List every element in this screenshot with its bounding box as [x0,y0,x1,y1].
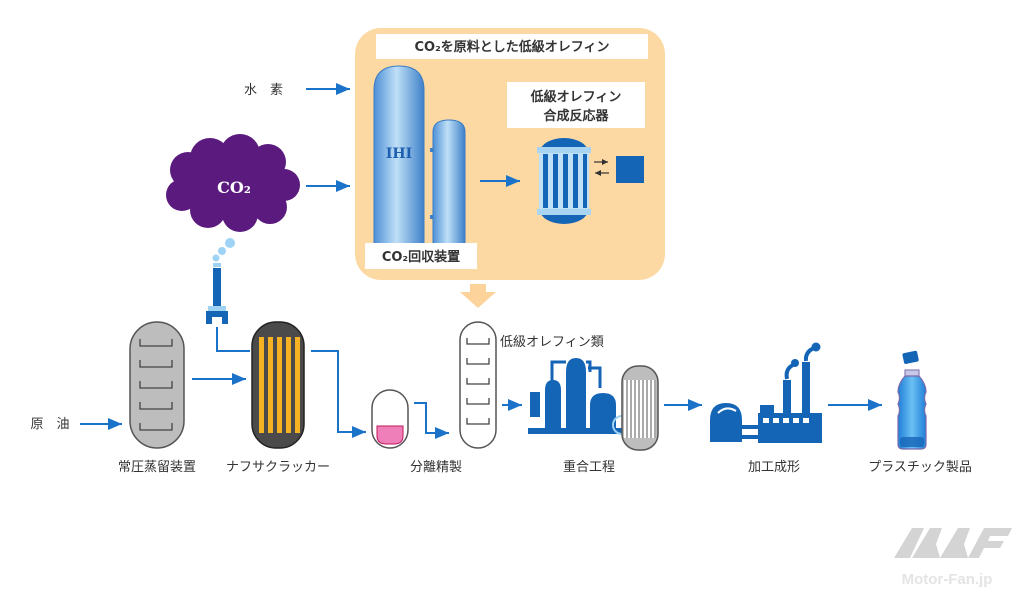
chimney [206,238,235,324]
co2-cloud-label: CO₂ [217,178,251,197]
olefin-synthesis-reactor [537,138,591,224]
step-label-polymerization: 重合工程 [563,459,615,475]
polymerization-reactor [621,365,659,451]
molding-factory [710,342,822,443]
co2-cloud: CO₂ [166,134,300,232]
separator-drum [371,389,409,449]
step-label-plastic-products: プラスチック製品 [868,460,972,475]
co2-olefin-panel: CO₂を原料とした低級オレフィン IHI CO₂回収装置 低級オレフィン 合成反… [355,28,665,280]
reactor-label-box [507,82,645,128]
panel-title-box [376,34,648,59]
step-label-atmospheric-distillation: 常圧蒸留装置 [118,460,196,475]
atmospheric-distillation-column [129,321,185,449]
catalyst-block [616,156,644,183]
cracker-to-separator-arrow [311,350,366,438]
reactor-label-line1: 低級オレフィン [530,89,622,105]
step-label-separation-refining: 分離精製 [410,460,462,475]
hydrogen-label: 水 素 [244,83,283,98]
capture-label-box [365,243,477,269]
separator-to-column-arrow [414,402,449,439]
step-label-processing-molding: 加工成形 [748,460,800,475]
olefins-label: 低級オレフィン類 [500,335,604,350]
down-arrow [460,284,496,308]
mf-logo-icon [894,528,1012,558]
polymerization-plant [528,358,632,435]
step-label-naphtha-cracker: ナフサクラッカー [226,460,330,475]
motor-fan-watermark: Motor-Fan.jp [894,528,1012,588]
co2-capture-unit: IHI CO₂回収装置 [365,65,477,269]
ihi-logo: IHI [386,146,412,162]
plastic-bottle [897,350,927,450]
crude-oil-label: 原 油 [30,417,69,432]
chimney-line [216,327,250,352]
capture-unit-label: CO₂回収装置 [382,249,460,265]
reactor-label-line2: 合成反応器 [543,108,609,124]
watermark-text: Motor-Fan.jp [902,571,993,588]
panel-title: CO₂を原料とした低級オレフィン [414,39,609,55]
fractionation-column [459,321,497,449]
naphtha-cracker-furnace [251,321,305,449]
